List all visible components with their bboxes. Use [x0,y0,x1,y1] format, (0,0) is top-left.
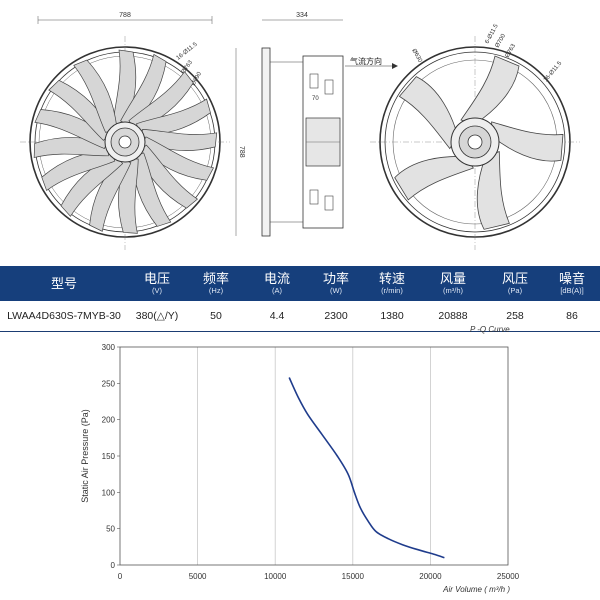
x-tick-label: 25000 [497,572,520,581]
col-pressure: 风压(Pa) [486,266,544,301]
side-inner-dim: 70 [312,96,319,102]
x-tick-labels: 0 5000 10000 15000 20000 25000 [118,572,520,581]
cell-power: 2300 [308,301,364,332]
col-voltage: 电压(V) [128,266,186,301]
y-tick-labels: 0 50 100 150 200 250 300 [102,343,120,570]
cell-speed: 1380 [364,301,420,332]
y-tick-label: 300 [102,343,116,352]
pq-curve-chart: 0 50 100 150 200 250 300 0 5000 10000 15000 20000 2… [80,343,520,594]
x-tick-label: 0 [118,572,123,581]
x-tick-label: 15000 [342,572,365,581]
cell-pressure: 258 [486,301,544,332]
cell-current: 4.4 [246,301,308,332]
chart-title: P -Q Curve [470,325,510,334]
col-airflow: 风量(m³/h) [420,266,486,301]
cell-frequency: 50 [186,301,246,332]
front-view: 788 788 16-Ø11.5 Ø763 Ø690 [20,12,245,250]
side-view: 334 70 气流方向 [261,12,398,237]
col-current: 电流(A) [246,266,308,301]
cell-model: LWAA4D630S-7MYB-30 [0,301,128,332]
cell-noise: 86 [544,301,600,332]
x-tick-label: 10000 [264,572,287,581]
rear-view: Ø630 Ø700 Ø763 6-Ø11.5 16-Ø11.5 [370,23,580,250]
y-tick-label: 150 [102,452,116,461]
cell-voltage: 380(△/Y) [128,301,186,332]
y-tick-label: 100 [102,488,116,497]
y-tick-label: 200 [102,416,116,425]
y-tick-label: 250 [102,379,116,388]
x-axis-label: Air Volume ( m³/h ) [442,585,510,594]
rear-dim-b: Ø700 [495,33,508,49]
table-header-row: 型号 电压(V) 频率(Hz) 电流(A) 功率(W) 转速(r/min) 风量… [0,266,600,301]
side-depth-dim: 334 [296,12,308,19]
cell-airflow: 20888 [420,301,486,332]
col-noise: 噪音[dB(A)] [544,266,600,301]
col-frequency: 频率(Hz) [186,266,246,301]
y-axis-label: Static Air Pressure (Pa) [80,409,90,503]
x-tick-label: 5000 [189,572,207,581]
x-tick-label: 20000 [419,572,442,581]
front-width-dim: 788 [119,12,131,19]
col-power: 功率(W) [308,266,364,301]
airflow-direction-label: 气流方向 [350,56,382,66]
col-speed: 转速(r/min) [364,266,420,301]
y-tick-label: 0 [111,561,116,570]
chart-grid [197,347,431,565]
table-row: LWAA4D630S-7MYB-30 380(△/Y) 50 4.4 2300 … [0,301,600,332]
plot-area-frame [119,346,509,566]
y-tick-label: 50 [106,525,115,534]
pq-curve-line [288,377,445,559]
rear-dim-a: Ø630 [410,48,423,64]
spec-table: 型号 电压(V) 频率(Hz) 电流(A) 功率(W) 转速(r/min) 风量… [0,266,600,332]
col-model: 型号 [0,266,128,301]
front-height-dim: 788 [238,146,245,158]
fan-technical-drawing: 788 788 16-Ø11.5 Ø763 Ø690 [20,12,580,250]
front-hole-dim: 16-Ø11.5 [176,41,200,61]
